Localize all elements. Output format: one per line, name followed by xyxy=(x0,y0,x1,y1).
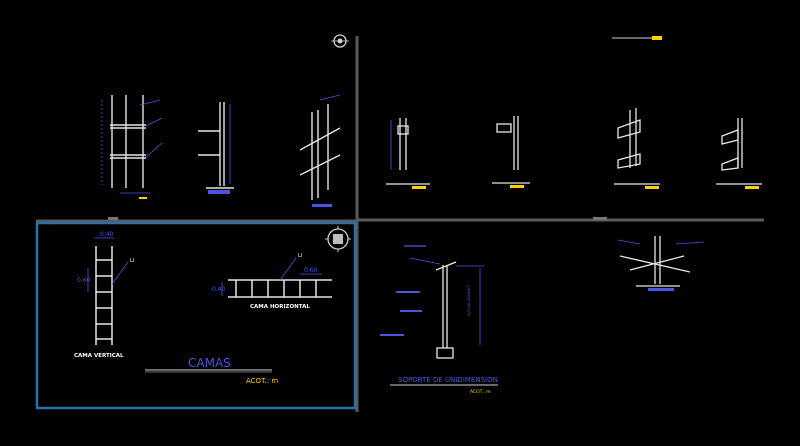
compass-icon[interactable] xyxy=(331,34,349,48)
title-marker-top-right xyxy=(612,36,662,40)
bracket-detail-1[interactable] xyxy=(386,118,430,189)
units-right: ACOT.: m xyxy=(470,389,491,395)
dim-horizontal: 0.60 xyxy=(304,267,318,274)
height-label: ALTURA VARIABLE xyxy=(467,285,471,316)
bracket-detail-2[interactable] xyxy=(492,116,530,188)
dim-side-vertical: 0.60 xyxy=(77,277,91,284)
isometric-joint-drawing[interactable] xyxy=(617,236,705,291)
cama-vertical-drawing[interactable] xyxy=(87,237,129,345)
leader-label-vertical: LI xyxy=(130,258,134,264)
ladder-isometric-drawing[interactable] xyxy=(299,94,341,207)
units-left: ACOT.: m xyxy=(246,377,278,385)
ladder-side-drawing[interactable] xyxy=(198,102,234,194)
active-viewport-frame[interactable] xyxy=(35,221,357,410)
bracket-detail-4[interactable] xyxy=(716,118,762,189)
section-title-soporte: SOPORTE DE UNIDIMENSION xyxy=(398,376,498,384)
section-title-camas: CAMAS xyxy=(188,356,231,370)
label-cama-vertical: CAMA VERTICAL xyxy=(74,353,124,359)
cama-horizontal-drawing[interactable] xyxy=(221,257,332,298)
support-post-drawing[interactable] xyxy=(380,245,484,359)
bracket-detail-3[interactable] xyxy=(614,108,660,189)
ladder-elevation-drawing[interactable] xyxy=(101,95,163,199)
viewport-frames xyxy=(35,36,764,412)
dim-top-vertical: 0.40 xyxy=(100,231,114,238)
viewport-nav-icon[interactable] xyxy=(325,226,351,252)
dim-horizontal-side: 0.40 xyxy=(212,286,226,293)
leader-label-horizontal: LI xyxy=(298,253,302,259)
label-cama-horizontal: CAMA HORIZONTAL xyxy=(250,304,310,310)
